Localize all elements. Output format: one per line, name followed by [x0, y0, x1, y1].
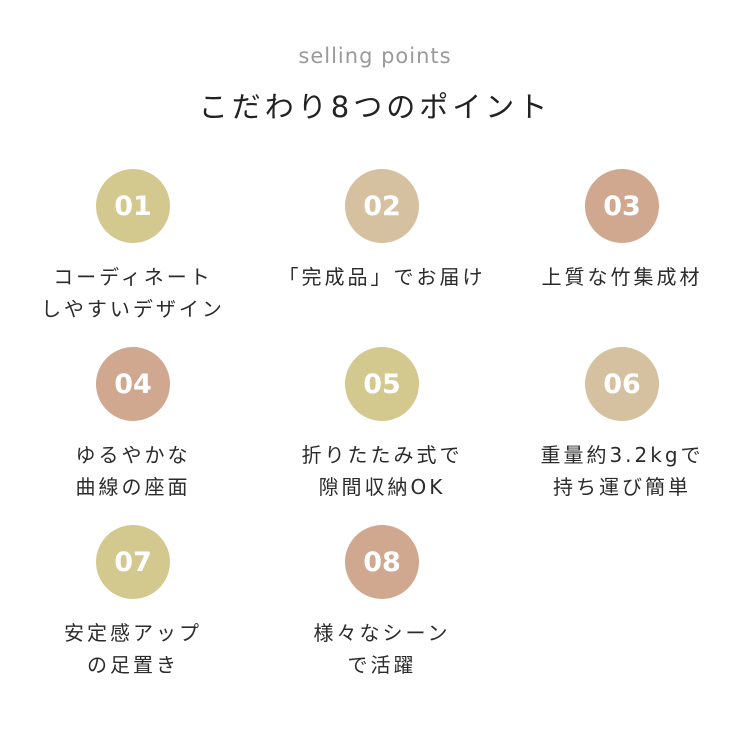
point-item: 06 重量約3.2kgで持ち運び簡単: [502, 347, 742, 503]
section-title: こだわり8つのポイント: [198, 90, 552, 124]
point-item: 04 ゆるやかな曲線の座面: [13, 347, 253, 503]
point-label-line1: 上質な竹集成材: [541, 265, 703, 289]
point-label: ゆるやかな曲線の座面: [13, 439, 253, 503]
point-label-line1: 重量約3.2kgで: [540, 443, 704, 467]
section-subtitle: selling points: [298, 44, 452, 68]
point-label: 「完成品」でお届け: [262, 261, 502, 293]
point-label-line2: の足置き: [87, 653, 179, 677]
point-number-badge: 01: [96, 169, 170, 243]
point-item: 02 「完成品」でお届け: [262, 169, 502, 293]
point-label: 重量約3.2kgで持ち運び簡単: [502, 439, 742, 503]
point-label-line1: コーディネート: [53, 265, 213, 289]
point-number-badge: 06: [585, 347, 659, 421]
point-label: 上質な竹集成材: [502, 261, 742, 293]
point-number-badge: 02: [345, 169, 419, 243]
point-number-badge: 04: [96, 347, 170, 421]
point-number-badge: 07: [96, 525, 170, 599]
point-number-badge: 03: [585, 169, 659, 243]
point-item: 07 安定感アップの足置き: [13, 525, 253, 681]
point-label-line2: で活躍: [347, 653, 417, 677]
point-label: コーディネートしやすいデザイン: [13, 261, 253, 325]
point-label: 折りたたみ式で隙間収納OK: [262, 439, 502, 503]
point-item: 05 折りたたみ式で隙間収納OK: [262, 347, 502, 503]
point-label-line2: 隙間収納OK: [318, 475, 446, 499]
point-label-line2: 曲線の座面: [75, 475, 191, 499]
point-label-line1: 安定感アップ: [64, 621, 202, 645]
point-label-line1: 「完成品」でお届け: [278, 265, 486, 289]
point-label: 安定感アップの足置き: [13, 617, 253, 681]
point-label-line2: しやすいデザイン: [41, 297, 225, 321]
point-label-line1: 様々なシーン: [313, 621, 451, 645]
point-item: 03 上質な竹集成材: [502, 169, 742, 293]
point-label: 様々なシーンで活躍: [262, 617, 502, 681]
point-label-line1: ゆるやかな: [75, 443, 191, 467]
point-item: 01 コーディネートしやすいデザイン: [13, 169, 253, 325]
point-number-badge: 08: [345, 525, 419, 599]
point-label-line2: 持ち運び簡単: [553, 475, 691, 499]
point-label-line1: 折りたたみ式で: [301, 443, 463, 467]
point-number-badge: 05: [345, 347, 419, 421]
point-item: 08 様々なシーンで活躍: [262, 525, 502, 681]
